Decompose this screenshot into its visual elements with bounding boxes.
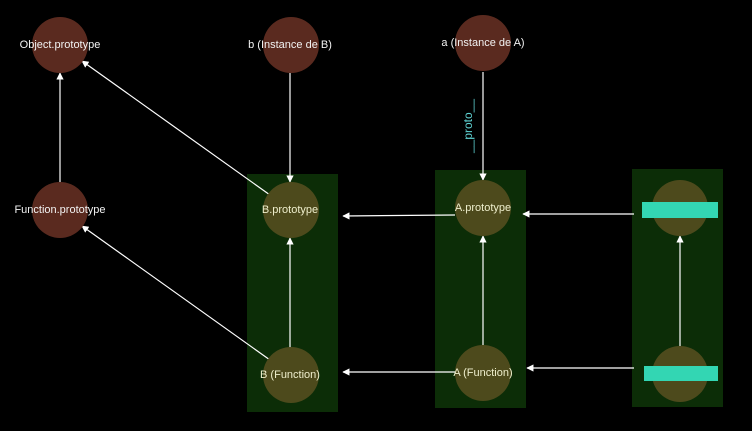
edge-a-proto-to-b-proto — [342, 212, 456, 220]
node-b-prototype — [263, 182, 319, 238]
node-function-prototype — [32, 182, 88, 238]
edge-b-proto-to-object-proto — [81, 60, 271, 196]
node-object-prototype — [32, 17, 88, 73]
node-b-function — [263, 347, 319, 403]
label-function-prototype: Function.prototype — [14, 204, 106, 216]
node-a-function — [455, 345, 511, 401]
node-instance-b — [263, 17, 319, 73]
label-object-prototype: Object.prototype — [19, 39, 101, 51]
edge-b-function-to-function-proto — [81, 225, 271, 361]
label-instance-b: b (Instance de B) — [248, 39, 332, 51]
label-a-function: A (Function) — [453, 367, 513, 379]
node-instance-a — [455, 15, 511, 71]
redaction-bar-bottom — [644, 366, 718, 381]
label-instance-a: a (Instance de A) — [441, 37, 525, 49]
label-a-prototype: A.prototype — [454, 202, 512, 214]
label-b-function: B (Function) — [260, 369, 320, 381]
redaction-bar-top — [642, 202, 718, 218]
label-b-prototype: B.prototype — [261, 204, 319, 216]
proto-edge-label: __proto__ — [461, 98, 475, 154]
node-a-prototype — [455, 180, 511, 236]
